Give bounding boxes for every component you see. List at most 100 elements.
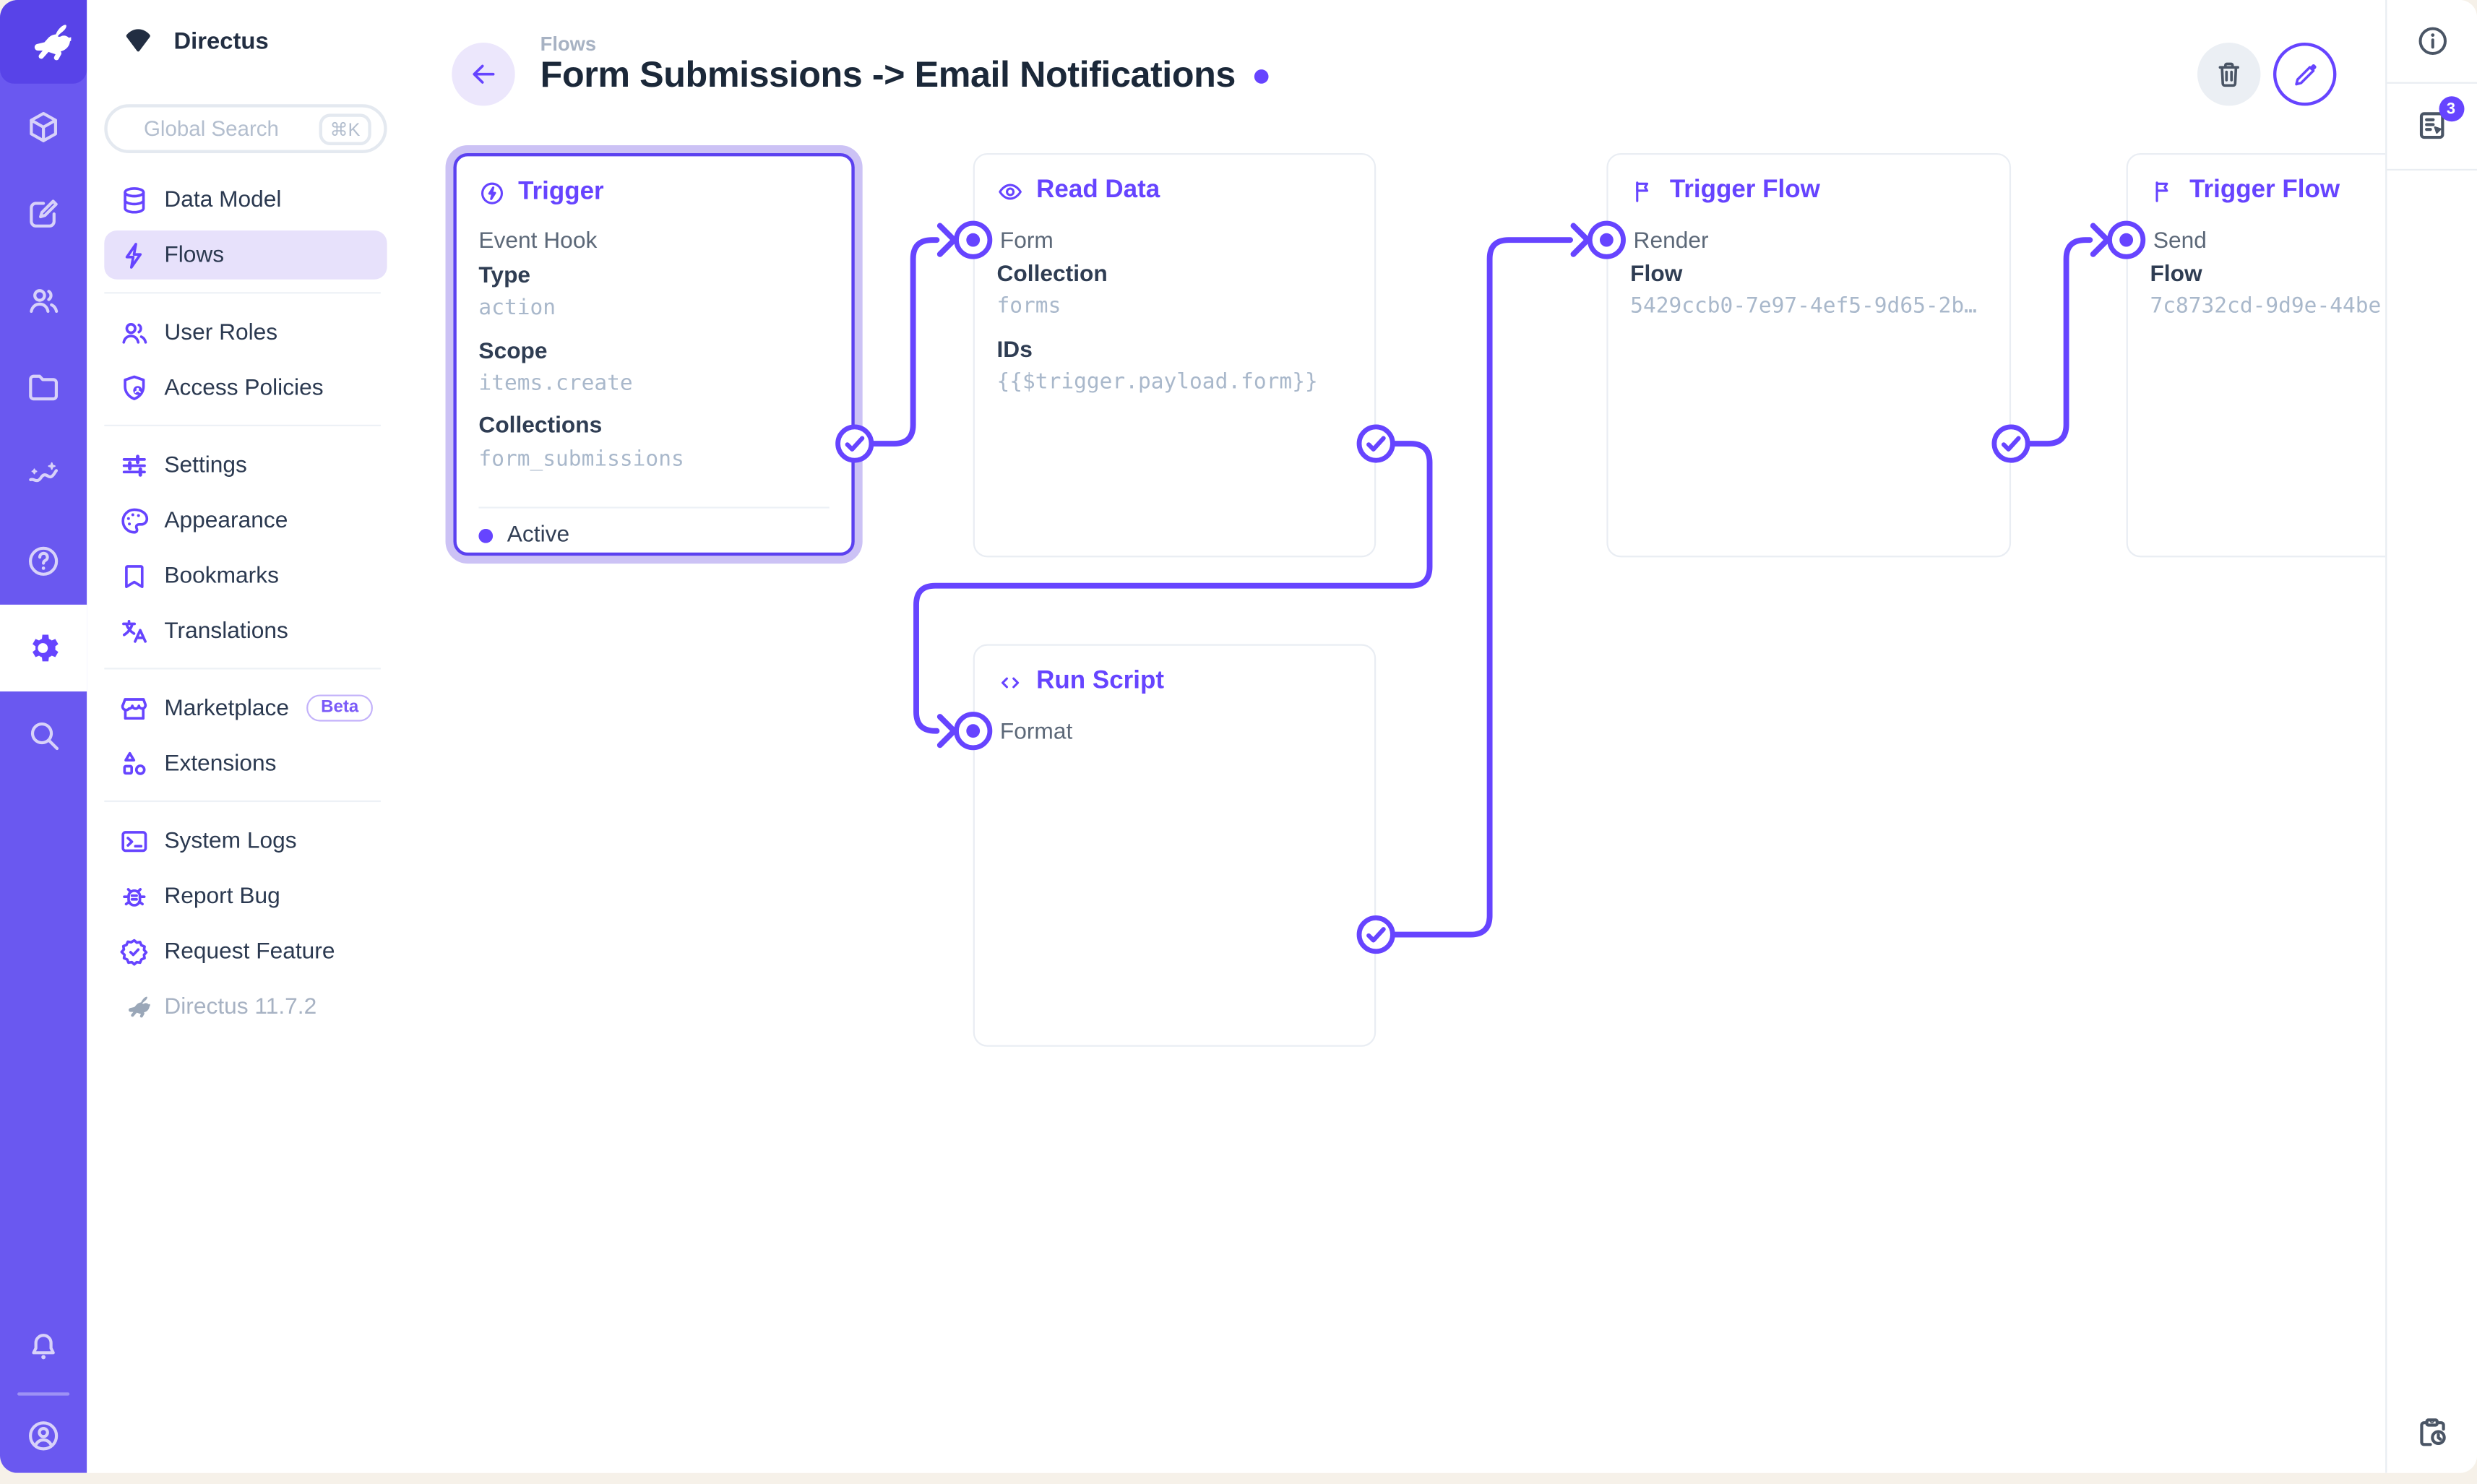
users-icon bbox=[119, 316, 150, 348]
directus-rabbit-icon bbox=[17, 21, 71, 62]
sidebar-item-report-bug[interactable]: Report Bug bbox=[104, 871, 387, 920]
project-header[interactable]: Directus bbox=[87, 16, 398, 66]
panel-trigger-flow-send[interactable]: Trigger Flow Send Flow 7c8732cd-9d9e-44b… bbox=[2126, 152, 2386, 558]
sidebar-item-access-policies[interactable]: Access Policies bbox=[104, 363, 387, 413]
search-placeholder: Global Search bbox=[143, 116, 280, 141]
module-editor-button[interactable] bbox=[0, 171, 87, 257]
field-value: {{$trigger.payload.form}} bbox=[996, 369, 1318, 395]
pencil-icon bbox=[2290, 59, 2320, 90]
flag-icon bbox=[2150, 178, 2176, 204]
sidebar-item-flows[interactable]: Flows bbox=[104, 230, 387, 280]
info-sidebar-button[interactable] bbox=[2387, 0, 2477, 84]
panel-title: Trigger Flow bbox=[2189, 176, 2340, 204]
field-label: Collections bbox=[478, 413, 603, 439]
sidebar-item-extensions[interactable]: Extensions bbox=[104, 739, 387, 788]
nav-divider bbox=[104, 668, 381, 670]
field-value: 5429ccb0-7e97-4ef5-9d65-2b… bbox=[1630, 293, 1977, 319]
help-icon bbox=[25, 543, 61, 579]
sidebar-item-label: Access Policies bbox=[164, 374, 324, 400]
folder-icon bbox=[25, 369, 61, 405]
active-status-dot bbox=[478, 527, 494, 543]
module-search-button[interactable] bbox=[0, 691, 87, 778]
panel-run-script[interactable]: Run Script Format bbox=[973, 644, 1377, 1047]
sidebar-item-marketplace[interactable]: Marketplace Beta bbox=[104, 683, 387, 733]
version-row: Directus 11.7.2 bbox=[104, 982, 387, 1031]
nav-divider bbox=[104, 800, 381, 803]
field-label: IDs bbox=[996, 337, 1033, 363]
sidebar-item-bookmarks[interactable]: Bookmarks bbox=[104, 551, 387, 600]
code-icon bbox=[997, 668, 1024, 695]
user-circle-icon bbox=[25, 1417, 61, 1453]
info-icon bbox=[2415, 24, 2450, 59]
users-icon bbox=[25, 282, 61, 319]
flow-canvas[interactable]: Flows Form Submissions -> Email Notifica… bbox=[397, 0, 2386, 1473]
panel-trigger-flow-render[interactable]: Trigger Flow Render Flow 5429ccb0-7e97-4… bbox=[1606, 152, 2012, 558]
version-label: Directus 11.7.2 bbox=[164, 993, 317, 1019]
bolt-circle-icon bbox=[478, 179, 505, 206]
global-search-input[interactable]: Global Search ⌘K bbox=[104, 104, 387, 153]
insights-icon bbox=[25, 456, 61, 492]
sidebar-item-label: Request Feature bbox=[164, 939, 335, 965]
trash-icon bbox=[2213, 59, 2245, 90]
sidebar-item-settings[interactable]: Settings bbox=[104, 441, 387, 490]
sidebar-item-label: Bookmarks bbox=[164, 562, 279, 588]
bug-icon bbox=[119, 880, 150, 912]
panel-title: Trigger Flow bbox=[1669, 176, 1820, 204]
right-sidebar: 3 bbox=[2385, 0, 2477, 1473]
box-icon bbox=[25, 109, 61, 145]
input-port-label: Render bbox=[1633, 228, 1709, 254]
panel-title: Read Data bbox=[1036, 176, 1160, 204]
sidebar-item-data-model[interactable]: Data Model bbox=[104, 176, 387, 225]
module-users-button[interactable] bbox=[0, 257, 87, 344]
sidebar-item-translations[interactable]: Translations bbox=[104, 606, 387, 655]
module-help-button[interactable] bbox=[0, 518, 87, 605]
eye-icon bbox=[997, 178, 1024, 204]
directus-logo-button[interactable] bbox=[0, 0, 87, 84]
field-value: action bbox=[478, 295, 556, 321]
edit-square-icon bbox=[25, 196, 61, 232]
search-shortcut: ⌘K bbox=[319, 113, 371, 144]
module-insights-button[interactable] bbox=[0, 431, 87, 518]
notification-count-badge: 3 bbox=[2438, 96, 2464, 122]
search-icon bbox=[25, 717, 61, 753]
module-bar bbox=[0, 0, 87, 1473]
panel-title: Trigger bbox=[518, 178, 604, 206]
account-button[interactable] bbox=[0, 1397, 87, 1473]
delete-flow-button[interactable] bbox=[2197, 42, 2261, 106]
back-button[interactable] bbox=[452, 42, 515, 106]
panel-trigger[interactable]: Trigger Event Hook Type action Scope ite… bbox=[453, 152, 855, 556]
field-value: 7c8732cd-9d9e-44be bbox=[2150, 293, 2382, 319]
flag-icon bbox=[1630, 178, 1657, 204]
panel-read-data[interactable]: Read Data Form Collection forms IDs {{$t… bbox=[973, 152, 1377, 558]
notices-sidebar-button[interactable]: 3 bbox=[2387, 84, 2477, 171]
sidebar-item-label: User Roles bbox=[164, 319, 278, 345]
field-value: forms bbox=[996, 293, 1061, 319]
breadcrumb[interactable]: Flows bbox=[540, 33, 597, 56]
extension-icon bbox=[119, 748, 150, 780]
sidebar-item-label: Flows bbox=[164, 242, 225, 268]
tune-icon bbox=[119, 449, 150, 481]
module-content-button[interactable] bbox=[0, 84, 87, 171]
sidebar-item-appearance[interactable]: Appearance bbox=[104, 496, 387, 545]
arrow-left-icon bbox=[468, 59, 499, 90]
field-value: items.create bbox=[478, 371, 633, 397]
pending-revisions-button[interactable] bbox=[2387, 1415, 2477, 1451]
translate-icon bbox=[119, 615, 150, 647]
sidebar-item-request-feature[interactable]: Request Feature bbox=[104, 927, 387, 976]
module-settings-button[interactable] bbox=[0, 604, 87, 692]
bell-icon bbox=[25, 1329, 61, 1366]
sidebar-item-system-logs[interactable]: System Logs bbox=[104, 816, 387, 866]
sidebar-item-user-roles[interactable]: User Roles bbox=[104, 308, 387, 357]
sidebar-item-label: Translations bbox=[164, 618, 288, 644]
status-label: Active bbox=[507, 522, 570, 548]
input-port-label: Form bbox=[999, 228, 1054, 254]
verified-icon bbox=[119, 936, 150, 967]
edit-flow-button[interactable] bbox=[2273, 42, 2337, 106]
input-port-label: Format bbox=[999, 720, 1073, 746]
project-wedge-icon bbox=[121, 26, 155, 56]
page-title: Form Submissions -> Email Notifications bbox=[540, 53, 1269, 96]
notifications-button[interactable] bbox=[0, 1304, 87, 1391]
module-files-button[interactable] bbox=[0, 344, 87, 431]
